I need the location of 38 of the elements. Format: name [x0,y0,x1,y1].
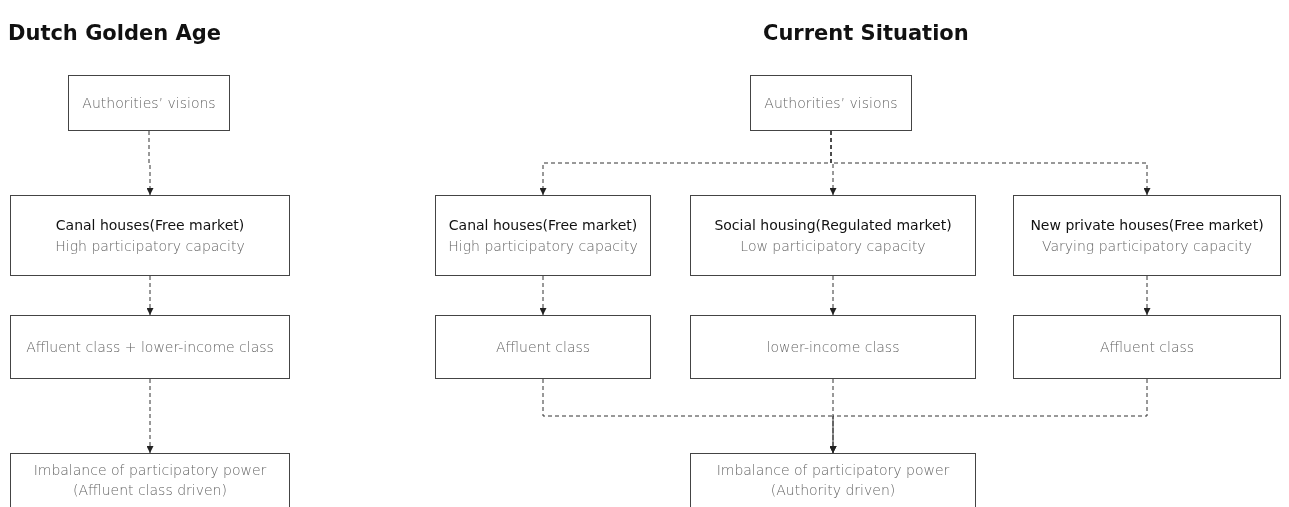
section-heading: Current Situation [763,21,969,45]
dashed-arrow [829,275,837,316]
dashed-arrow [830,130,1151,196]
process-box [10,453,290,507]
dashed-arrow [539,275,547,316]
process-box [68,75,230,131]
box-text: Authorities’ visions [763,93,899,113]
process-box [750,75,912,131]
box-text: Affluent class + lower-income class [25,337,275,357]
box-text: Authorities’ visions [81,93,217,113]
box-text: Low participatory capacity [739,236,927,256]
process-box [690,315,976,379]
box-heading: New private houses(Free market) [1029,216,1265,236]
process-box [10,315,290,379]
process-box [1013,315,1281,379]
process-box [690,195,976,276]
process-box [10,195,290,276]
dashed-arrow [146,378,154,454]
box-text: Imbalance of participatory power (Affluent class driven) [32,461,268,501]
box-text: lower-income class [765,337,901,357]
process-box [1013,195,1281,276]
dashed-arrow [829,378,1148,454]
box-heading: Social housing(Regulated market) [713,216,953,236]
section-heading: Dutch Golden Age [8,21,222,45]
dashed-arrow [1143,275,1151,316]
box-heading: Canal houses(Free market) [447,216,639,236]
box-heading: Canal houses(Free market) [54,216,246,236]
dashed-arrow [146,275,154,316]
box-text: High participatory capacity [447,236,639,256]
process-box [435,315,651,379]
box-text: Affluent class [494,337,592,357]
process-box [690,453,976,507]
process-box [435,195,651,276]
box-text: Varying participatory capacity [1041,236,1253,256]
dashed-arrow [146,130,154,196]
box-text: Imbalance of participatory power (Authority driven) [715,461,951,501]
box-text: High participatory capacity [54,236,246,256]
box-text: Affluent class [1098,337,1196,357]
